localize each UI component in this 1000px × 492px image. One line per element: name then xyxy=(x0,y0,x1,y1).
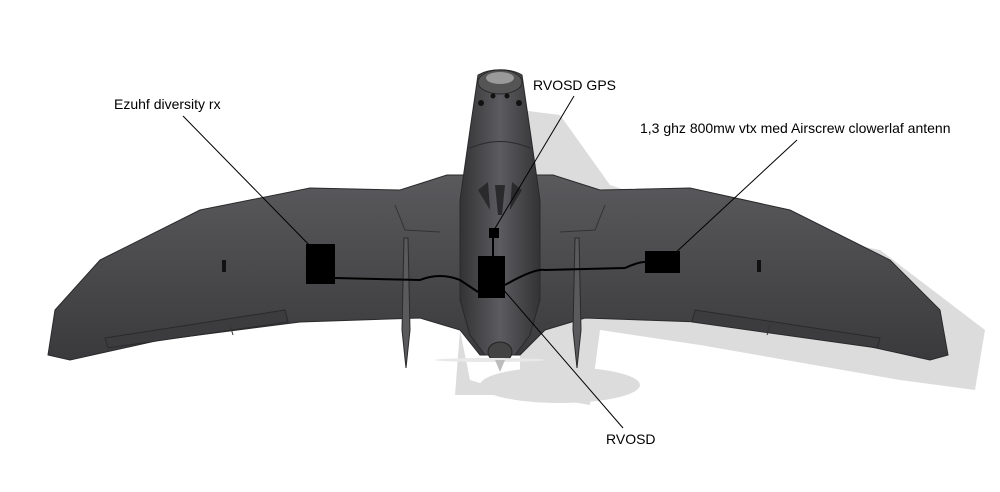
receiver-module xyxy=(306,244,335,284)
receiver-label: Ezuhf diversity rx xyxy=(114,96,221,112)
wiring-harness xyxy=(334,238,646,293)
vtx-label: 1,3 ghz 800mw vtx med Airscrew clowerlaf… xyxy=(640,120,951,136)
gps-label: RVOSD GPS xyxy=(533,77,616,93)
vtx-module xyxy=(645,251,680,273)
flying-wing-airframe xyxy=(47,69,949,372)
leader-lines xyxy=(182,95,798,429)
gps-module xyxy=(489,228,499,238)
osd-module xyxy=(478,256,505,298)
osd-label: RVOSD xyxy=(606,431,656,447)
